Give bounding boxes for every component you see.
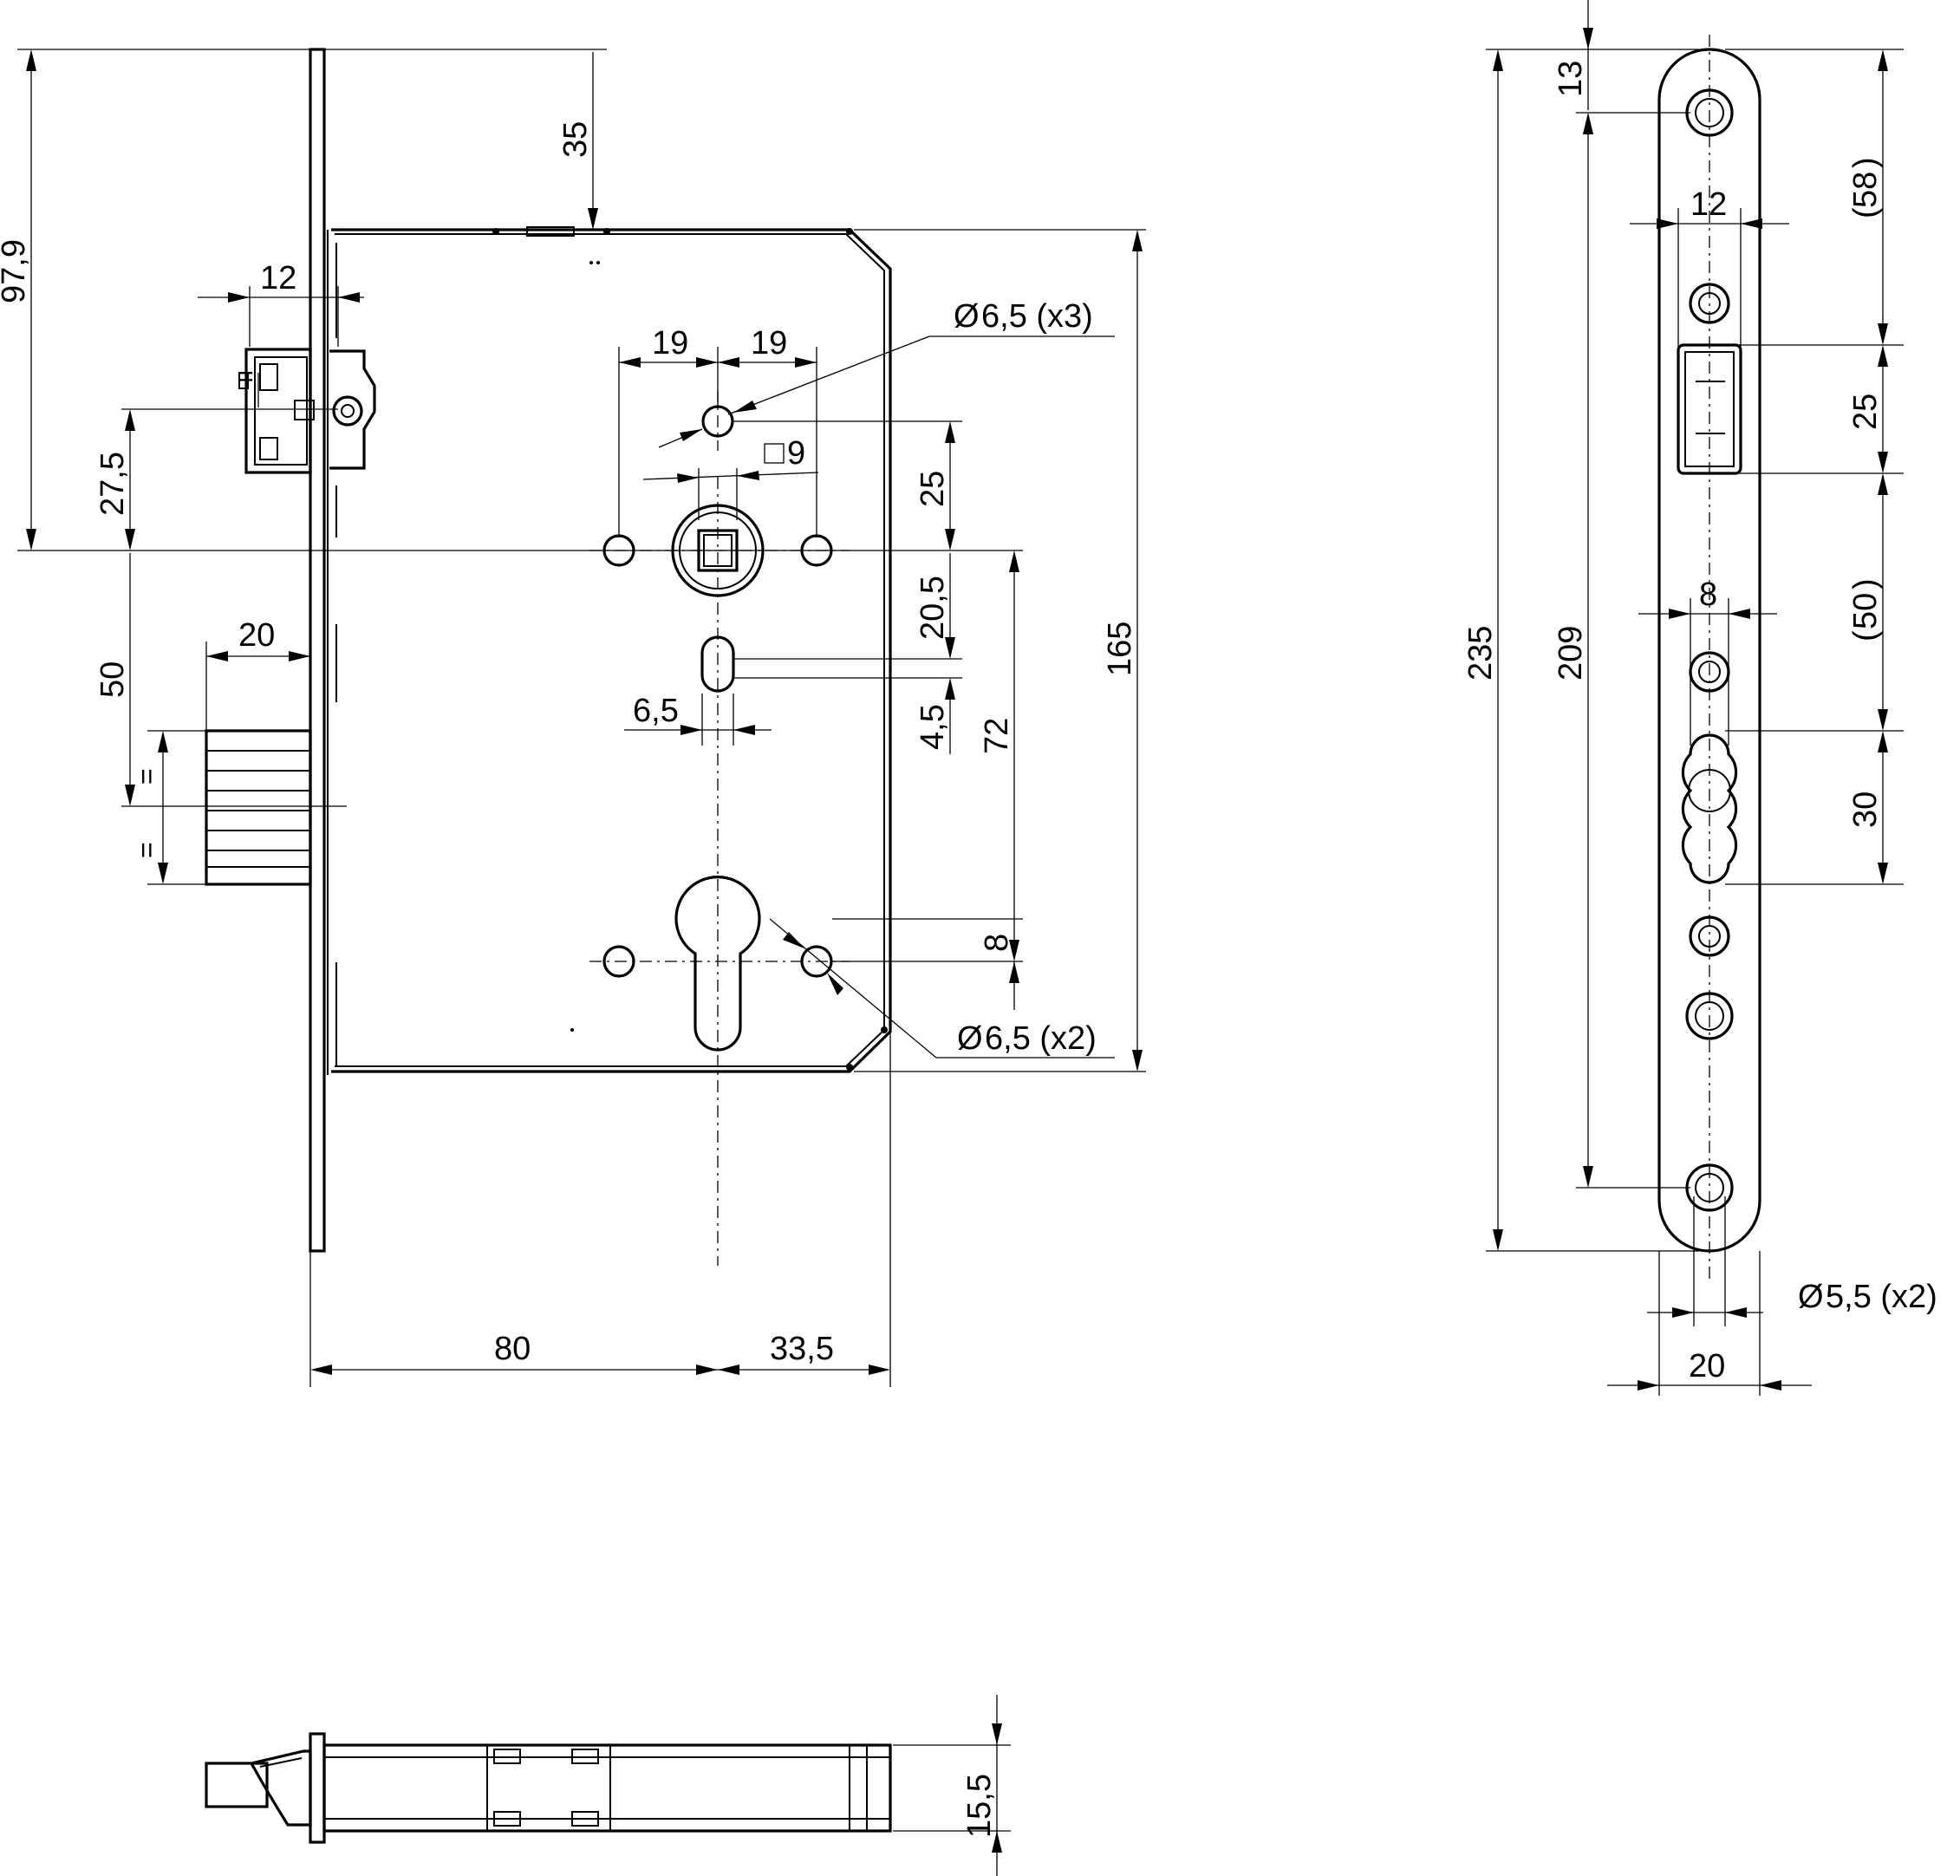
cylinder-profile (674, 876, 761, 1052)
dim-hole-diameter-symbol-x2: Ø (957, 1020, 983, 1057)
dim-4-5: 4,5 (915, 704, 951, 750)
dim-faceplate-13: 13 (1553, 61, 1589, 97)
dim-faceplate-58-open: ( (1847, 207, 1884, 218)
equal-mark-2: = (131, 842, 162, 858)
dim-hole-spec-x2: 6,5 (x2) (985, 1020, 1097, 1057)
forend-plate (309, 48, 326, 1253)
side-view (205, 1732, 892, 1844)
deadbolt (205, 729, 312, 886)
dim-square-9: 9 (787, 435, 805, 472)
dim-faceplate-screw-spec: 5,5 (x2) (1826, 1279, 1937, 1315)
dim-27-5: 27,5 (94, 452, 131, 516)
lock-case (331, 228, 892, 1073)
dim-97-9: 97,9 (0, 239, 32, 303)
front-view (205, 48, 892, 1266)
dim-8-cylinder: 8 (979, 934, 1015, 952)
dim-25-vertical: 25 (915, 471, 951, 507)
faceplate-view (1657, 35, 1761, 1283)
dim-faceplate-58: 58 (1847, 172, 1884, 208)
faceplate-bolt-aperture (1681, 733, 1738, 884)
dim-35: 35 (557, 121, 594, 158)
dim-faceplate-58-close: ) (1847, 157, 1884, 168)
dim-faceplate-235: 235 (1462, 626, 1499, 681)
latch-equal-mark: = (238, 361, 254, 392)
dim-20-deadbolt: 20 (238, 617, 275, 654)
dim-faceplate-25: 25 (1847, 394, 1884, 430)
front-dimensions: 97,9 35 12 27,5 = 50 = = 20 (0, 49, 1146, 1387)
dim-faceplate-8: 8 (1699, 576, 1717, 613)
dim-faceplate-50-close: ) (1847, 578, 1884, 590)
latch-bolt (238, 348, 376, 474)
dim-12-latch: 12 (260, 260, 296, 296)
faceplate-latch-aperture (1677, 343, 1742, 475)
dim-20-5: 20,5 (915, 576, 951, 640)
dim-faceplate-50: 50 (1847, 593, 1884, 629)
dim-33-5: 33,5 (770, 1331, 834, 1367)
dim-6-5-slot: 6,5 (633, 693, 679, 729)
dim-faceplate-209: 209 (1553, 626, 1589, 681)
dim-50: 50 (94, 661, 131, 698)
dim-hole-diameter-symbol-x3: Ø (954, 298, 980, 335)
dim-165: 165 (1102, 622, 1138, 676)
dim-hole-spec-x3: 6,5 (x3) (981, 298, 1093, 335)
dim-faceplate-30: 30 (1847, 791, 1884, 828)
equal-mark-1: = (131, 768, 162, 785)
side-dimensions: 15,5 (893, 1695, 1011, 1876)
dim-72: 72 (979, 718, 1015, 754)
dim-19-right: 19 (751, 325, 787, 362)
dim-side-15-5: 15,5 (961, 1774, 998, 1838)
dim-faceplate-12: 12 (1690, 186, 1727, 223)
dim-19-left: 19 (652, 325, 688, 362)
dim-80: 80 (494, 1331, 531, 1367)
dim-faceplate-50-open: ( (1847, 630, 1884, 642)
dim-faceplate-20: 20 (1689, 1348, 1725, 1384)
faceplate-dimensions: 13 235 209 12 ( 58 ) 25 8 (1462, 0, 1937, 1396)
dim-faceplate-screw-diameter-symbol: Ø (1798, 1279, 1824, 1315)
